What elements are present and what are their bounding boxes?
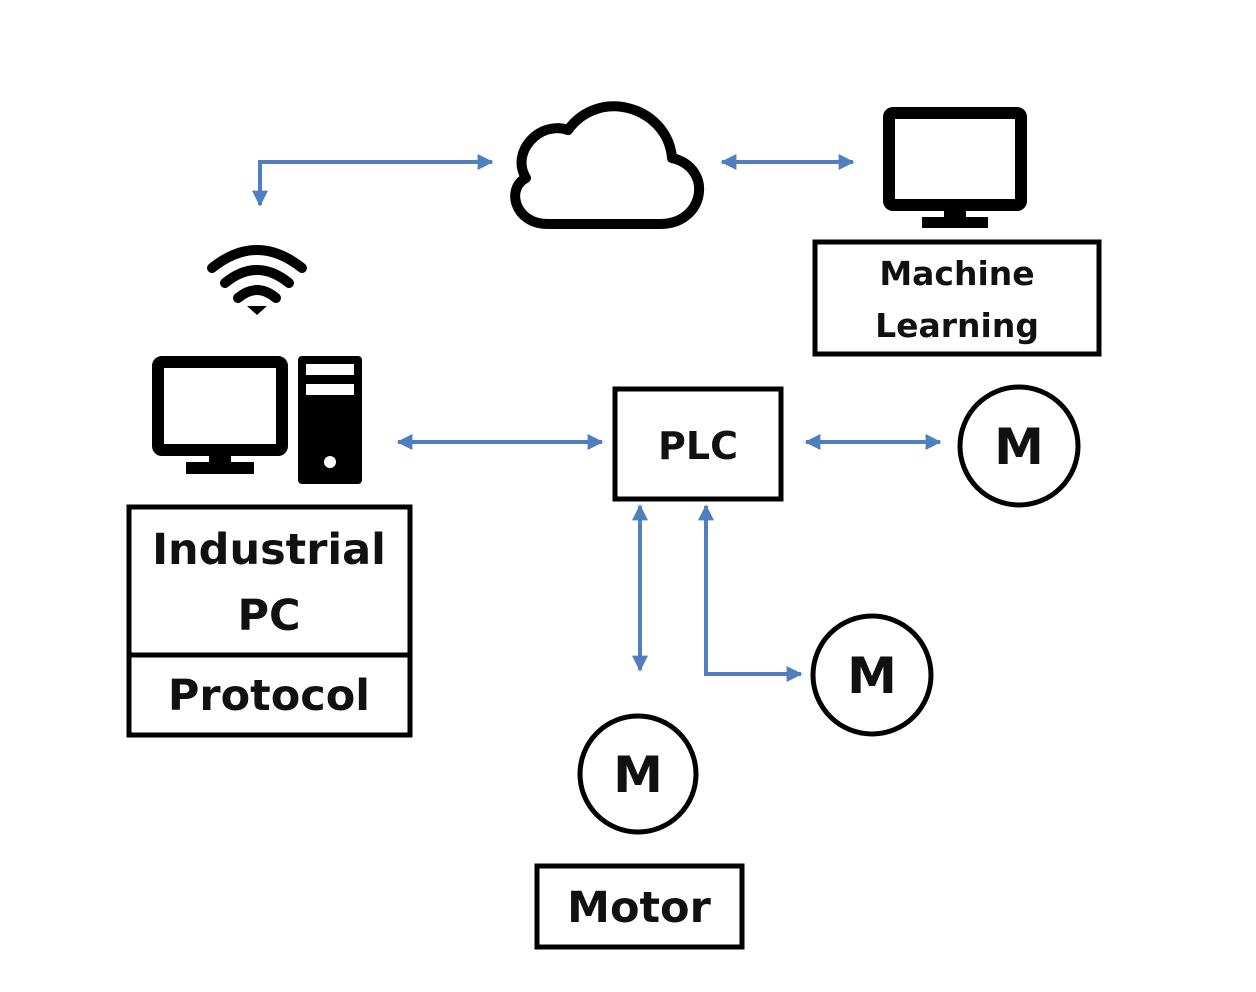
motor-caption-label: Motor xyxy=(567,883,711,933)
connectors xyxy=(252,154,942,682)
motor-bottom: M xyxy=(577,713,699,835)
protocol-label: Protocol xyxy=(168,671,370,721)
cloud-icon xyxy=(510,101,705,229)
plc-to-motor-mid-connector xyxy=(698,504,803,682)
protocol-box: Protocol xyxy=(126,652,413,738)
ml-box: Machine Learning xyxy=(812,239,1102,357)
ml-label-line2: Learning xyxy=(875,306,1039,345)
plc-label: PLC xyxy=(658,424,738,468)
motor-right: M xyxy=(957,384,1081,508)
motor-mid-label: M xyxy=(847,647,897,705)
motor-bottom-label: M xyxy=(613,746,663,804)
motor-caption-box: Motor xyxy=(534,863,745,950)
ipc-label-line1: Industrial xyxy=(152,525,386,575)
wifi-icon xyxy=(207,245,307,315)
desktop-pc-icon xyxy=(152,356,362,484)
ipc-box: Industrial PC xyxy=(126,504,413,658)
motor-mid: M xyxy=(810,613,934,737)
cloud-to-wifi-connector xyxy=(252,154,494,207)
ipc-label-line2: PC xyxy=(237,591,300,641)
motor-right-label: M xyxy=(994,418,1044,476)
ml-label-line1: Machine xyxy=(879,254,1034,293)
plc-box: PLC xyxy=(612,386,784,502)
monitor-icon xyxy=(883,107,1027,228)
